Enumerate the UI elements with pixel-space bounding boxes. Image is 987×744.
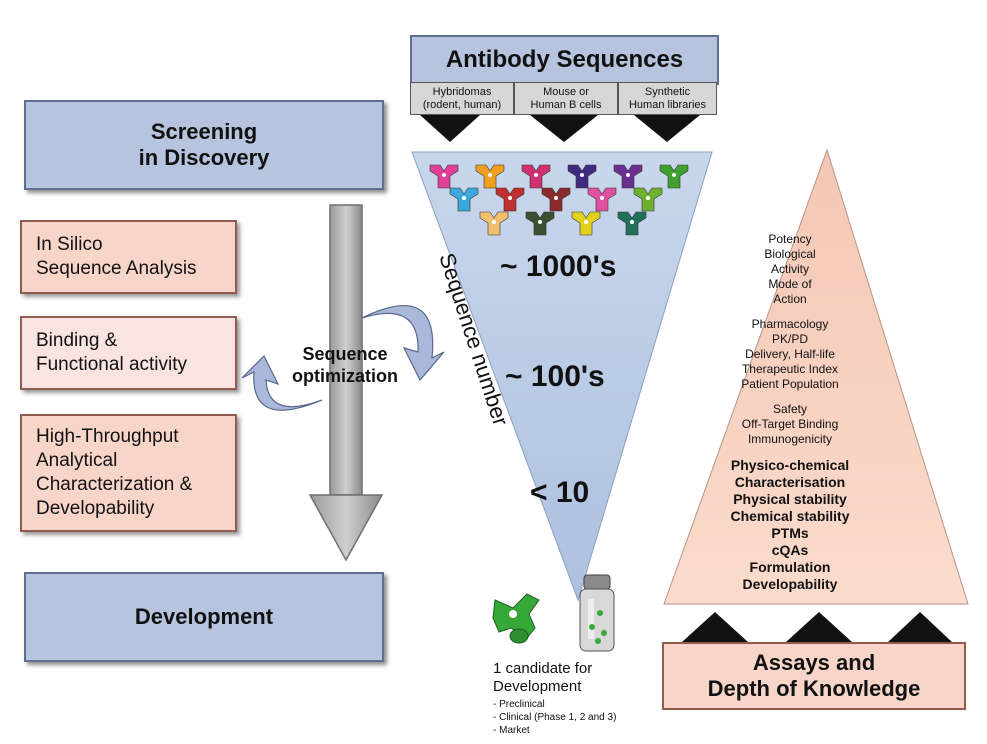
knowledge-item: Activity [770,262,809,276]
antibody-icon [492,593,540,644]
assays-knowledge-label: Assays and Depth of Knowledge [707,650,921,701]
antibody-sequences-title: Antibody Sequences [410,35,719,85]
knowledge-item-bold: Physico-chemical [730,457,850,473]
source-pointer-2 [530,115,598,142]
knowledge-group-safety: Safety Off-Target Binding Immunogenicity [700,402,880,447]
knowledge-item: Pharmacology [751,317,829,331]
knowledge-pyramid [663,148,969,605]
antibody-icon [617,211,647,236]
antibody-icon [475,164,505,189]
knowledge-item: Biological [764,247,816,261]
antibody-icon [521,164,551,189]
screening-discovery-label: Screening in Discovery [138,119,270,170]
count-hundreds: ~ 100's [505,360,605,393]
knowledge-item: Potency [768,232,812,246]
knowledge-item-bold: Developability [742,576,838,592]
knowledge-item: Immunogenicity [747,432,833,446]
down-arrow-icon [308,204,384,562]
antibody-icon [587,187,617,212]
source-pointer-1 [420,115,480,142]
knowledge-item: Action [773,292,807,306]
assay-in-silico-box: In Silico Sequence Analysis [20,220,237,294]
candidate-phase-market: - Market [493,725,530,736]
antibody-icon [659,164,689,189]
knowledge-item-bold: Physical stability [733,491,847,507]
sequence-optimization-label: Sequence optimization [292,344,398,386]
antibody-sequences-title-text: Antibody Sequences [445,46,684,73]
knowledge-item: Mode of [768,277,812,291]
knowledge-item-bold: cQAs [771,542,809,558]
source-b-cells: Mouse or Human B cells [514,82,618,115]
knowledge-item-bold: Formulation [749,559,831,575]
count-ten: < 10 [530,476,590,509]
source-hybridomas: Hybridomas (rodent, human) [410,82,514,115]
antibody-icon [429,164,459,189]
candidate-title: 1 candidate for Development [493,660,593,695]
source-synthetic: Synthetic Human libraries [618,82,717,115]
pyramid-pointer-3 [888,612,952,642]
screening-discovery-box: Screening in Discovery [24,100,384,190]
antibody-icon [567,164,597,189]
knowledge-group-potency: Potency Biological Activity Mode of Acti… [700,232,880,307]
knowledge-item: Therapeutic Index [741,362,839,376]
knowledge-item-bold: Characterisation [734,474,846,490]
assay-binding-label: Binding & Functional activity [36,330,188,375]
sequence-funnel [411,151,713,602]
antibody-icon [633,187,663,212]
development-box: Development [24,572,384,662]
antibody-icon [495,187,525,212]
assays-knowledge-box: Assays and Depth of Knowledge [662,642,966,710]
antibody-icon [449,187,479,212]
curved-arrow-icon [241,304,445,411]
knowledge-item-bold: PTMs [771,525,809,541]
knowledge-item-bold: Chemical stability [730,508,850,524]
knowledge-item: Safety [772,402,808,416]
antibody-icon [613,164,643,189]
knowledge-group-physchem: Physico-chemical Characterisation Physic… [700,457,880,593]
knowledge-group-pharmacology: Pharmacology PK/PD Delivery, Half-life T… [700,317,880,392]
assay-high-throughput-box: High-Throughput Analytical Characterizat… [20,414,237,532]
assay-high-throughput-label: High-Throughput Analytical Characterizat… [36,426,193,519]
antibody-icon [525,211,555,236]
assay-binding-box: Binding & Functional activity [20,316,237,390]
knowledge-item: PK/PD [771,332,808,346]
vial-icon [579,574,615,652]
knowledge-list: Potency Biological Activity Mode of Acti… [700,232,880,603]
development-label: Development [134,604,274,629]
candidate-phase-preclinical: - Preclinical [493,699,545,710]
assay-in-silico-label: In Silico Sequence Analysis [36,234,197,279]
knowledge-item: Patient Population [741,377,839,391]
antibody-icon [541,187,571,212]
antibody-icon [571,211,601,236]
candidate-phase-clinical: - Clinical (Phase 1, 2 and 3) [493,712,617,723]
source-pointer-3 [634,115,700,142]
antibody-icon [479,211,509,236]
knowledge-item: Off-Target Binding [741,417,839,431]
pyramid-pointer-2 [786,612,852,642]
knowledge-item: Delivery, Half-life [745,347,835,361]
count-thousands: ~ 1000's [500,250,617,283]
pyramid-pointer-1 [682,612,748,642]
